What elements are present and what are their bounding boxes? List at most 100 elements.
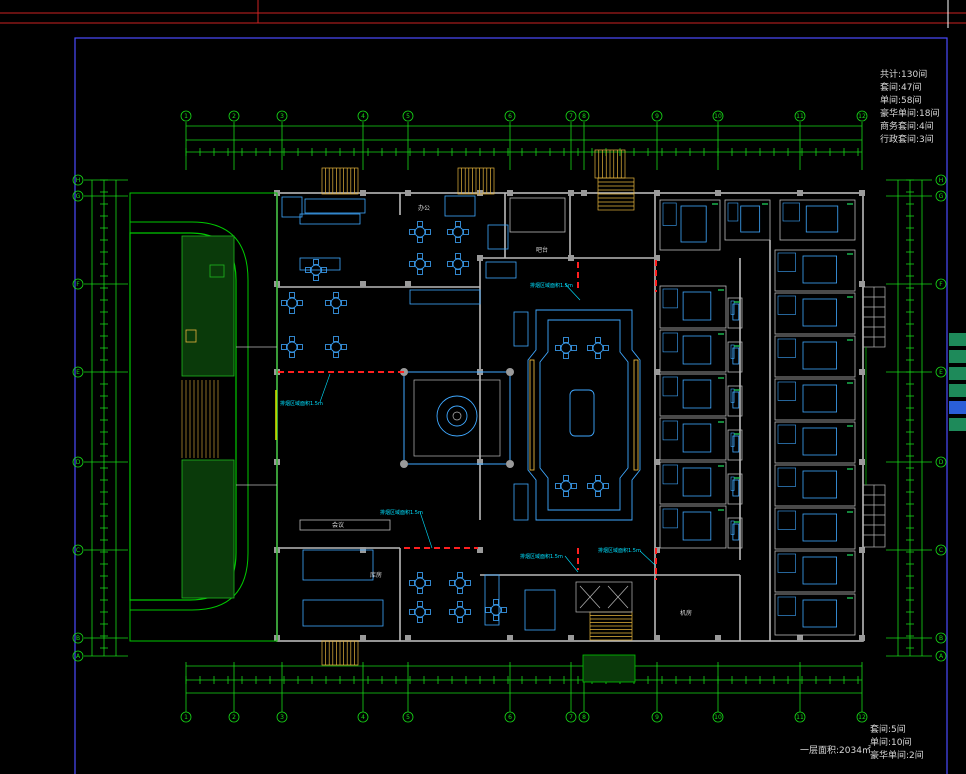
room-outline bbox=[659, 285, 727, 329]
column bbox=[859, 547, 865, 553]
chair bbox=[465, 609, 471, 615]
room-outline bbox=[774, 249, 856, 292]
chair bbox=[595, 491, 601, 497]
bathroom bbox=[730, 344, 735, 359]
grid-bubble bbox=[935, 366, 947, 378]
chair bbox=[449, 609, 455, 615]
room-labels: 办公 库房 机房 吧台 会议 bbox=[332, 204, 692, 617]
grid-label: 7 bbox=[569, 714, 573, 721]
grid-bubble bbox=[402, 711, 414, 723]
elevator-shaft bbox=[575, 581, 633, 613]
grid-label: 8 bbox=[582, 113, 586, 120]
column bbox=[654, 635, 660, 641]
bathroom bbox=[777, 596, 796, 616]
column bbox=[405, 281, 411, 287]
bathroom bbox=[777, 553, 796, 573]
chair bbox=[455, 253, 461, 259]
furniture-block bbox=[484, 574, 500, 626]
room-outline bbox=[659, 329, 727, 373]
grid-label: 7 bbox=[569, 113, 573, 120]
grid-bubble bbox=[402, 110, 414, 122]
dimension-lines bbox=[84, 122, 932, 712]
chair bbox=[555, 483, 561, 489]
main-hall-feature bbox=[527, 309, 641, 521]
grid-label: 12 bbox=[858, 113, 866, 120]
column bbox=[360, 635, 366, 641]
column bbox=[507, 190, 513, 196]
column bbox=[859, 635, 865, 641]
column bbox=[797, 635, 803, 641]
bathroom bbox=[730, 520, 735, 535]
chair bbox=[409, 580, 415, 586]
summary-line: 行政套间:3间 bbox=[880, 135, 934, 145]
chair bbox=[417, 572, 423, 578]
table bbox=[592, 342, 604, 354]
grid-label: 2 bbox=[232, 714, 236, 721]
chair bbox=[409, 609, 415, 615]
side-tab-1[interactable] bbox=[949, 333, 966, 346]
chair bbox=[555, 345, 561, 351]
column bbox=[477, 190, 483, 196]
grid-label: 9 bbox=[655, 714, 659, 721]
bathroom bbox=[777, 295, 796, 315]
grid-label: C bbox=[939, 547, 943, 554]
bed bbox=[732, 479, 740, 497]
chair bbox=[603, 345, 609, 351]
chair bbox=[463, 229, 469, 235]
side-tab-6[interactable] bbox=[949, 418, 966, 431]
room-outline bbox=[659, 373, 727, 417]
grid-label: 10 bbox=[714, 714, 722, 721]
grid-label: D bbox=[76, 459, 81, 466]
table bbox=[414, 258, 426, 270]
side-tab-5[interactable] bbox=[949, 401, 966, 414]
column bbox=[859, 369, 865, 375]
grid-label: D bbox=[939, 459, 944, 466]
annotation-label: 排烟区域面积1.5m bbox=[520, 553, 563, 560]
furniture-block bbox=[513, 311, 529, 347]
bed bbox=[682, 467, 712, 497]
column bbox=[568, 255, 574, 261]
room-outline bbox=[724, 199, 771, 241]
bed bbox=[732, 391, 740, 409]
bathroom bbox=[777, 252, 796, 272]
chair bbox=[333, 308, 339, 314]
chair bbox=[595, 337, 601, 343]
chair bbox=[333, 292, 339, 298]
bathroom bbox=[662, 376, 678, 397]
chair bbox=[447, 229, 453, 235]
side-tab-4[interactable] bbox=[949, 384, 966, 397]
annotation-label: 排烟区域面积1.5m bbox=[280, 400, 323, 407]
grid-label: H bbox=[76, 177, 81, 184]
table bbox=[414, 577, 426, 589]
furniture-block bbox=[299, 213, 361, 225]
chair bbox=[595, 353, 601, 359]
bed bbox=[732, 303, 740, 321]
grid-label: 3 bbox=[280, 113, 284, 120]
column bbox=[654, 190, 660, 196]
footer-area-title: 一层面积:2034㎡ bbox=[800, 746, 871, 756]
table bbox=[414, 226, 426, 238]
grid-bubble bbox=[578, 110, 590, 122]
column bbox=[477, 547, 483, 553]
column bbox=[654, 459, 660, 465]
chair bbox=[563, 353, 569, 359]
bed bbox=[802, 513, 837, 542]
room-outline bbox=[774, 593, 856, 636]
side-tab-3[interactable] bbox=[949, 367, 966, 380]
chair bbox=[447, 261, 453, 267]
furniture-block bbox=[281, 196, 303, 218]
chair bbox=[325, 300, 331, 306]
grid-label: F bbox=[76, 281, 80, 288]
south-planter bbox=[582, 654, 636, 683]
column bbox=[477, 255, 483, 261]
column bbox=[477, 459, 483, 465]
chair bbox=[501, 607, 507, 613]
bathroom bbox=[782, 202, 800, 222]
grid-bubble bbox=[935, 278, 947, 290]
counter bbox=[299, 519, 391, 531]
east-curtain-wall bbox=[862, 286, 886, 548]
side-tab-2[interactable] bbox=[949, 350, 966, 363]
grid-label: B bbox=[939, 635, 943, 642]
fire-separation-lines bbox=[275, 260, 657, 580]
summary-line: 豪华单间:18间 bbox=[880, 109, 940, 119]
